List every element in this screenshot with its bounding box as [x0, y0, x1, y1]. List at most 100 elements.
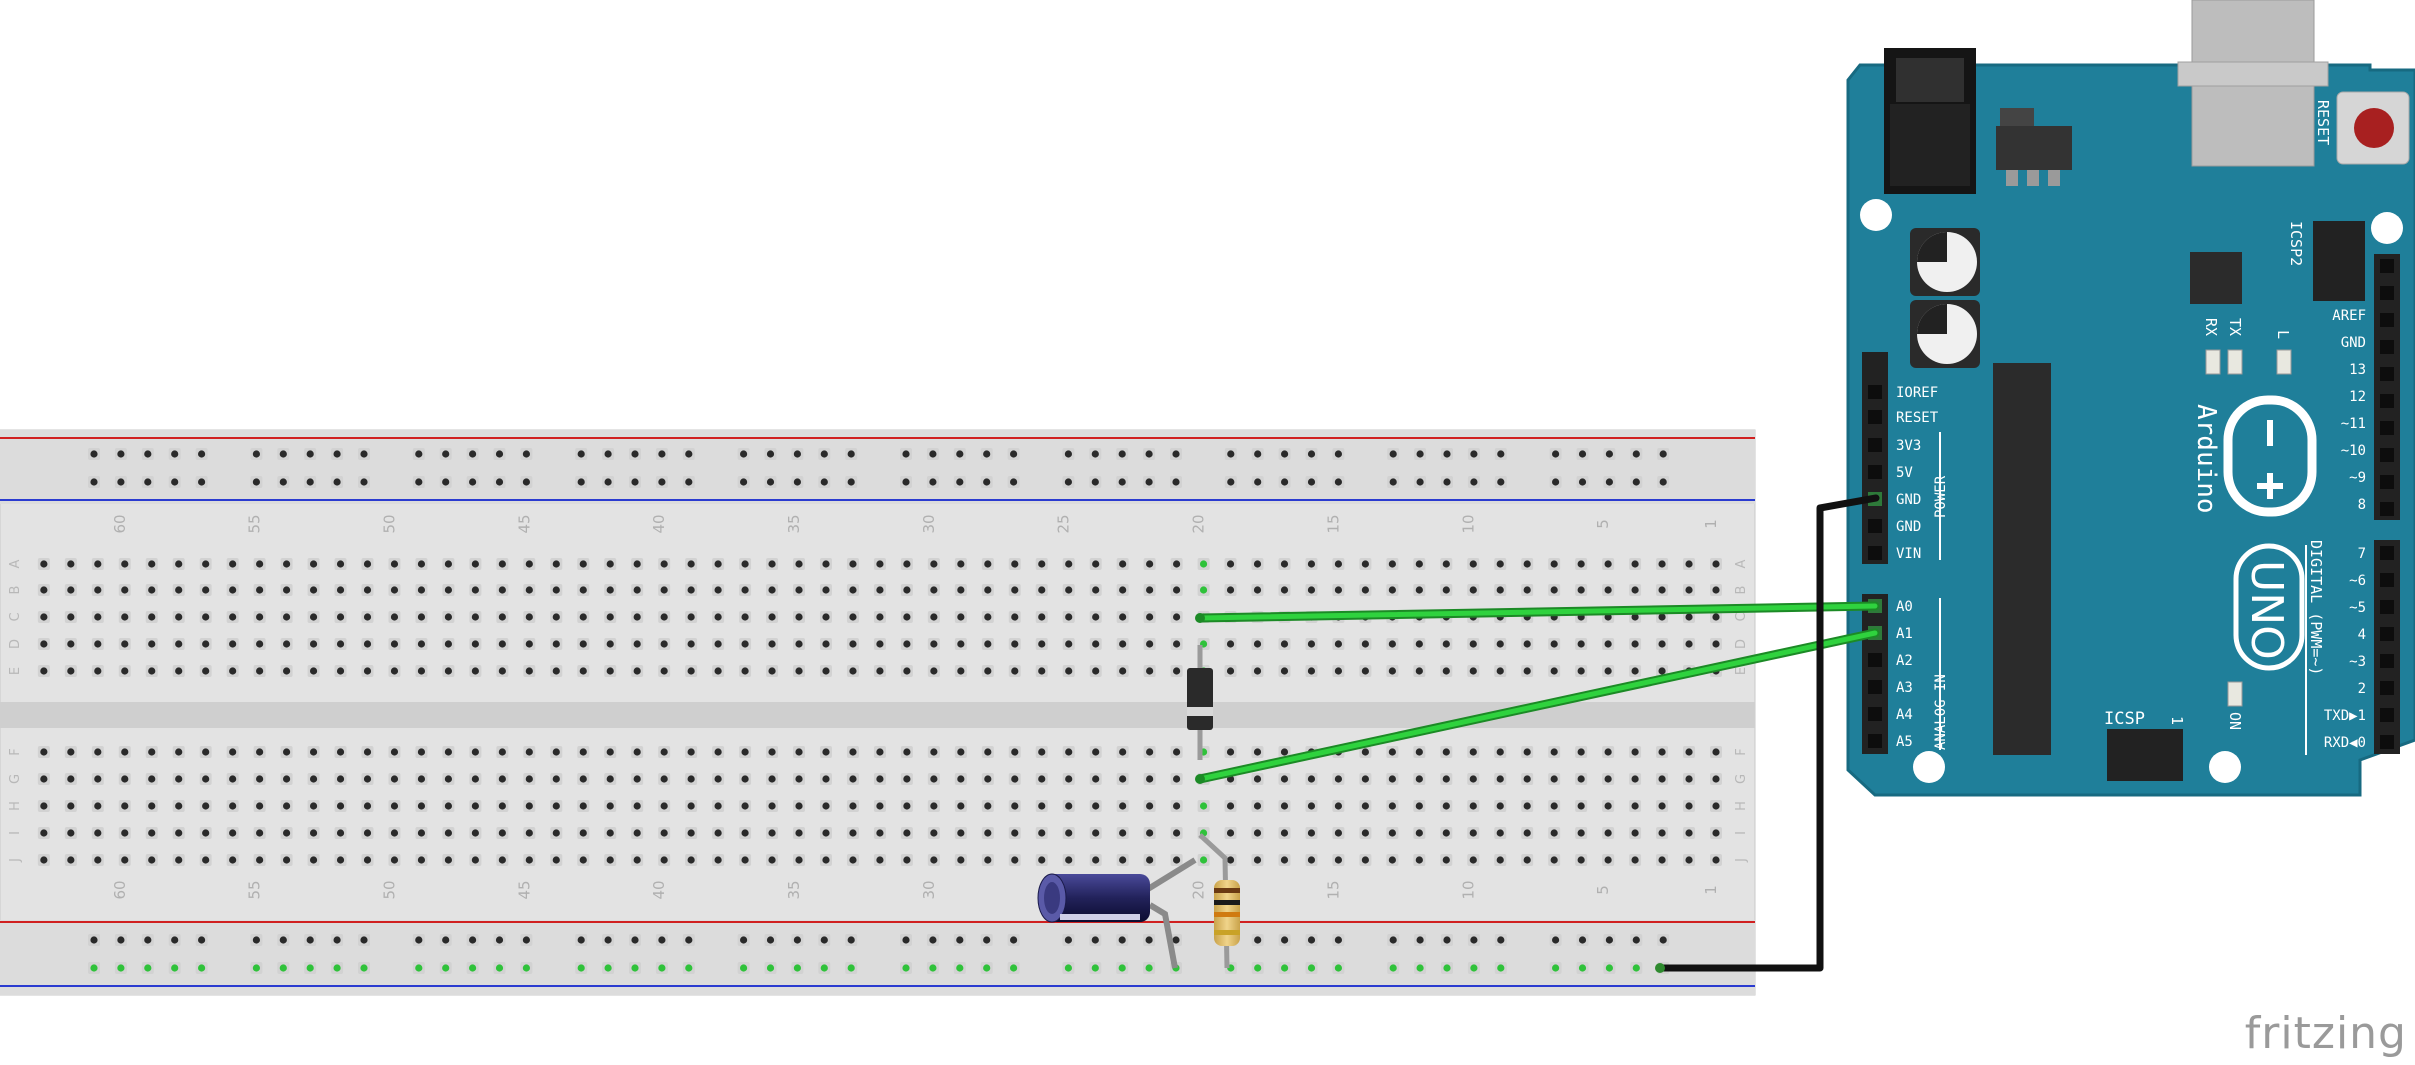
analog-pin-label: A4: [1896, 707, 1913, 723]
top-power-rail: [0, 430, 1755, 504]
row-letter: D: [1734, 639, 1749, 649]
column-number: 25: [1055, 514, 1073, 533]
digital-pin-label: TXD▶1: [2324, 708, 2366, 724]
digital-pin-label: 7: [2358, 546, 2366, 562]
l-led: [2276, 349, 2292, 375]
diode[interactable]: [1187, 645, 1213, 760]
arduino-brand: Arduino: [2191, 404, 2221, 514]
header-pin[interactable]: [1868, 680, 1882, 694]
header-pin[interactable]: [2380, 448, 2394, 462]
board-capacitor: [1910, 228, 1980, 296]
analog-pin-label: A0: [1896, 599, 1913, 615]
digital-pin-label: 2: [2358, 681, 2366, 697]
header-pin[interactable]: [1868, 438, 1882, 452]
digital-pin-label: 12: [2349, 389, 2366, 405]
column-number: 35: [785, 880, 803, 899]
rx-label: RX: [2202, 318, 2220, 336]
header-pin[interactable]: [2380, 475, 2394, 489]
mounting-hole: [1913, 751, 1945, 783]
header-pin[interactable]: [2380, 627, 2394, 641]
header-pin[interactable]: [2380, 546, 2394, 560]
header-pin[interactable]: [2380, 286, 2394, 300]
header-pin[interactable]: [2380, 654, 2394, 668]
header-pin[interactable]: [2380, 502, 2394, 516]
header-pin[interactable]: [2380, 259, 2394, 273]
analog-pin-label: A5: [1896, 734, 1913, 750]
column-number: 30: [920, 880, 938, 899]
header-pin[interactable]: [1868, 385, 1882, 399]
power-pin-label: IOREF: [1896, 385, 1938, 401]
header-pin[interactable]: [2380, 313, 2394, 327]
resistor[interactable]: [1198, 833, 1240, 969]
digital-pin-label: GND: [2341, 335, 2366, 351]
column-number: 5: [1594, 885, 1612, 895]
column-number: 55: [246, 514, 264, 533]
icsp-header: [2107, 729, 2183, 781]
column-number: 50: [380, 514, 398, 533]
tx-label: TX: [2226, 318, 2244, 336]
digital-pins: [2380, 259, 2394, 749]
header-pin[interactable]: [2380, 573, 2394, 587]
header-pin[interactable]: [1868, 519, 1882, 533]
row-letter: F: [8, 748, 23, 755]
header-pin[interactable]: [1868, 734, 1882, 748]
row-letter: A: [1734, 559, 1749, 568]
column-number: 40: [650, 880, 668, 899]
row-letter: F: [1734, 748, 1749, 755]
column-number: 20: [1190, 880, 1208, 899]
header-pin[interactable]: [2380, 340, 2394, 354]
header-pin[interactable]: [2380, 708, 2394, 722]
usb-connector: [2177, 0, 2329, 167]
column-number: 10: [1459, 880, 1477, 899]
mounting-hole: [1860, 199, 1892, 231]
digital-pin-label: 13: [2349, 362, 2366, 378]
header-pin[interactable]: [2380, 735, 2394, 749]
column-number: 1: [1702, 885, 1720, 895]
header-pin[interactable]: [2380, 394, 2394, 408]
row-letter: G: [8, 774, 23, 784]
header-pin[interactable]: [1868, 465, 1882, 479]
column-number: 35: [785, 514, 803, 533]
mounting-hole: [2209, 751, 2241, 783]
analog-pin-label: A2: [1896, 653, 1913, 669]
header-pin[interactable]: [2380, 681, 2394, 695]
reset-button[interactable]: [2336, 91, 2410, 165]
digital-pin-label: ~3: [2349, 654, 2366, 670]
row-letter: A: [8, 559, 23, 568]
header-pin[interactable]: [2380, 600, 2394, 614]
usb-controller-chip: [2190, 252, 2242, 304]
header-pin[interactable]: [1868, 707, 1882, 721]
icsp2-header: [2313, 221, 2365, 301]
analog-pin-label: A3: [1896, 680, 1913, 696]
row-letter: C: [1734, 612, 1749, 621]
digital-pin-label: ~5: [2349, 600, 2366, 616]
row-letter: B: [8, 586, 23, 595]
icsp-pin1-label: 1: [2168, 716, 2186, 725]
header-pin[interactable]: [2380, 421, 2394, 435]
digital-pin-label: RXD◀0: [2324, 735, 2366, 751]
reset-label: RESET: [2314, 100, 2332, 145]
header-pin[interactable]: [1868, 653, 1882, 667]
on-led: [2227, 681, 2243, 707]
row-letter: J: [8, 858, 23, 863]
power-pin-label: GND: [1896, 519, 1921, 535]
column-number: 10: [1459, 514, 1477, 533]
row-letter: B: [1734, 586, 1749, 595]
header-pin[interactable]: [2380, 367, 2394, 381]
arduino-uno-board: RESET ICSP2 RX TX L ON Arduino UNO: [1846, 0, 2415, 797]
wire-gnd[interactable]: [1656, 494, 1880, 972]
electrolytic-capacitor[interactable]: [1037, 857, 1197, 969]
analog-pin-label: A1: [1896, 626, 1913, 642]
icsp-label: ICSP: [2104, 709, 2145, 729]
analog-header-title: ANALOG IN: [1933, 674, 1949, 750]
header-pin[interactable]: [1868, 410, 1882, 424]
power-pin-label: 3V3: [1896, 438, 1921, 454]
row-letter: H: [8, 801, 23, 811]
digital-pin-label: ~11: [2341, 416, 2366, 432]
arduino-logo: [2223, 395, 2317, 517]
header-pin[interactable]: [1868, 546, 1882, 560]
